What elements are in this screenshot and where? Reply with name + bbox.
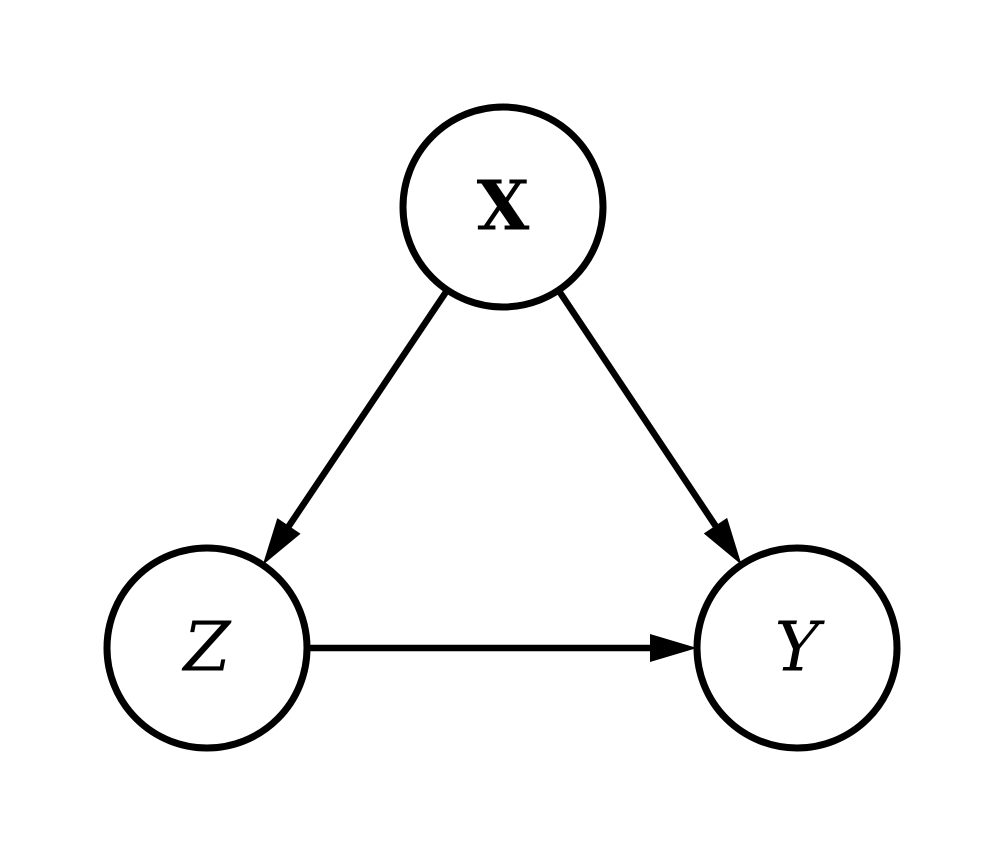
edge-X-Y-arrowhead [703,517,742,565]
node-circle-Z [103,544,311,752]
edge-Z-Y-arrowhead [650,634,697,662]
node-circle-Y [693,544,901,752]
node-circle-X [399,103,607,311]
edge-X-Y-line [555,288,721,531]
node-label-X: X [477,166,530,246]
node-label-Y: Y [775,608,826,687]
edge-X-Z-line [283,288,450,532]
node-label-Z: Z [181,608,232,687]
edge-X-Z-arrowhead [262,518,301,565]
